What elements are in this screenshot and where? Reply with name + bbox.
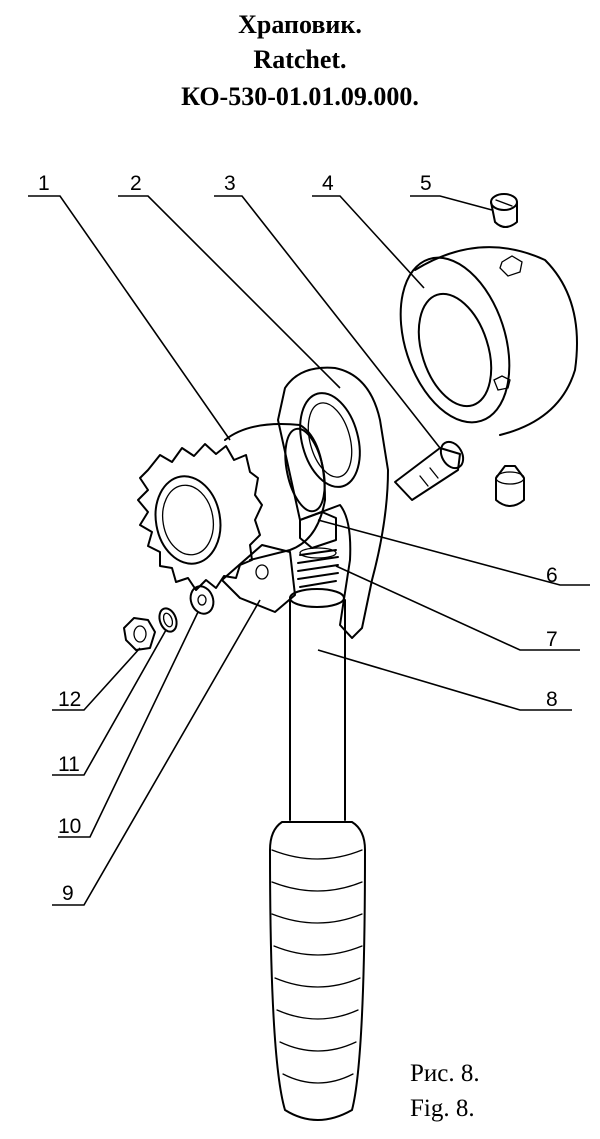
part-12-nut <box>123 617 156 651</box>
callout-1: 1 <box>38 172 50 195</box>
part-8-handle <box>269 588 366 1121</box>
callout-6: 6 <box>546 564 558 587</box>
part-5-set-screw <box>490 193 518 228</box>
part-10-washer <box>189 585 215 615</box>
title-english: Ratchet. <box>253 45 347 74</box>
part-11-lock-washer <box>158 607 178 633</box>
part-7-spring <box>297 547 339 588</box>
callout-10: 10 <box>58 815 81 838</box>
callout-4: 4 <box>322 172 334 195</box>
part-code: КО-530-01.01.09.000. <box>181 82 419 111</box>
callout-8: 8 <box>546 688 558 711</box>
callout-2: 2 <box>130 172 142 195</box>
part-4-sleeve <box>399 246 578 436</box>
part-2-lever <box>277 366 389 639</box>
part-6-key <box>299 511 337 549</box>
title-russian: Храповик. <box>238 10 362 39</box>
callout-9: 9 <box>62 882 74 905</box>
part-9-base-block <box>221 544 296 613</box>
part-3-pin <box>394 440 465 501</box>
plug-part <box>495 465 525 507</box>
figure-caption-russian: Рис. 8. <box>410 1060 480 1087</box>
callout-5: 5 <box>420 172 432 195</box>
callout-11: 11 <box>58 753 80 776</box>
part-1-gear <box>137 423 326 591</box>
leader-lines <box>28 195 590 906</box>
callout-3: 3 <box>224 172 236 195</box>
callout-12: 12 <box>58 688 81 711</box>
figure-caption-english: Fig. 8. <box>410 1095 475 1122</box>
callout-7: 7 <box>546 628 558 651</box>
